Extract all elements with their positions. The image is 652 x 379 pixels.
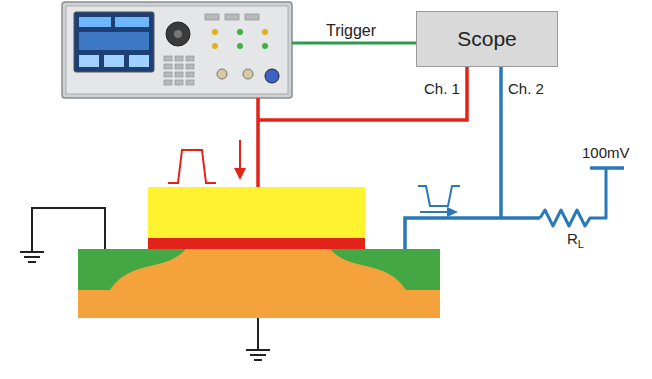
gate-oxide — [148, 238, 365, 249]
bnc-connector — [243, 69, 253, 79]
resistor-symbol — [540, 168, 606, 226]
ground-symbol — [20, 252, 44, 262]
screen-field — [115, 17, 149, 27]
source-region — [78, 249, 186, 290]
ch2-wire — [499, 67, 503, 218]
instrument-knob — [166, 22, 190, 46]
input-pulse — [168, 150, 216, 183]
screen-field — [129, 55, 149, 67]
trigger-wire — [292, 42, 416, 45]
instrument-box: Scope — [416, 11, 558, 67]
screen-field — [79, 17, 111, 27]
instrument-case — [62, 2, 292, 98]
instrument-buttons — [164, 56, 194, 85]
drain-wire — [405, 218, 540, 250]
drain-region — [330, 249, 440, 290]
substrate — [78, 249, 440, 318]
pulse-generator — [62, 2, 292, 98]
signal-name: Trigger — [326, 22, 376, 40]
channel-name: Ch. 1 — [424, 80, 460, 97]
ch1-wire — [258, 67, 467, 120]
pulse-arrow — [239, 140, 241, 172]
supply-bar — [590, 166, 624, 170]
screen-field — [79, 32, 149, 50]
ground-symbol — [246, 350, 270, 360]
current-arrow — [420, 211, 450, 213]
gate-wire — [256, 98, 260, 188]
screen-field — [104, 55, 124, 67]
instrument-screen — [74, 12, 154, 72]
instrument-leds — [205, 14, 268, 49]
output-pulse — [418, 186, 460, 206]
source-wire — [32, 208, 105, 252]
instrument-knob — [174, 30, 182, 38]
component-name: RL — [567, 230, 584, 251]
substrate-wire — [257, 318, 259, 350]
gate-electrode — [148, 187, 365, 239]
box-label: Scope — [457, 27, 517, 51]
instrument-panel — [66, 6, 288, 94]
pulse-arrow-head — [234, 168, 246, 180]
channel-name: Ch. 2 — [508, 80, 544, 97]
current-arrow-head — [447, 207, 458, 217]
power-button — [265, 69, 279, 83]
bnc-connector — [217, 69, 227, 79]
voltage-value: 100mV — [582, 144, 630, 161]
screen-field — [79, 55, 99, 67]
